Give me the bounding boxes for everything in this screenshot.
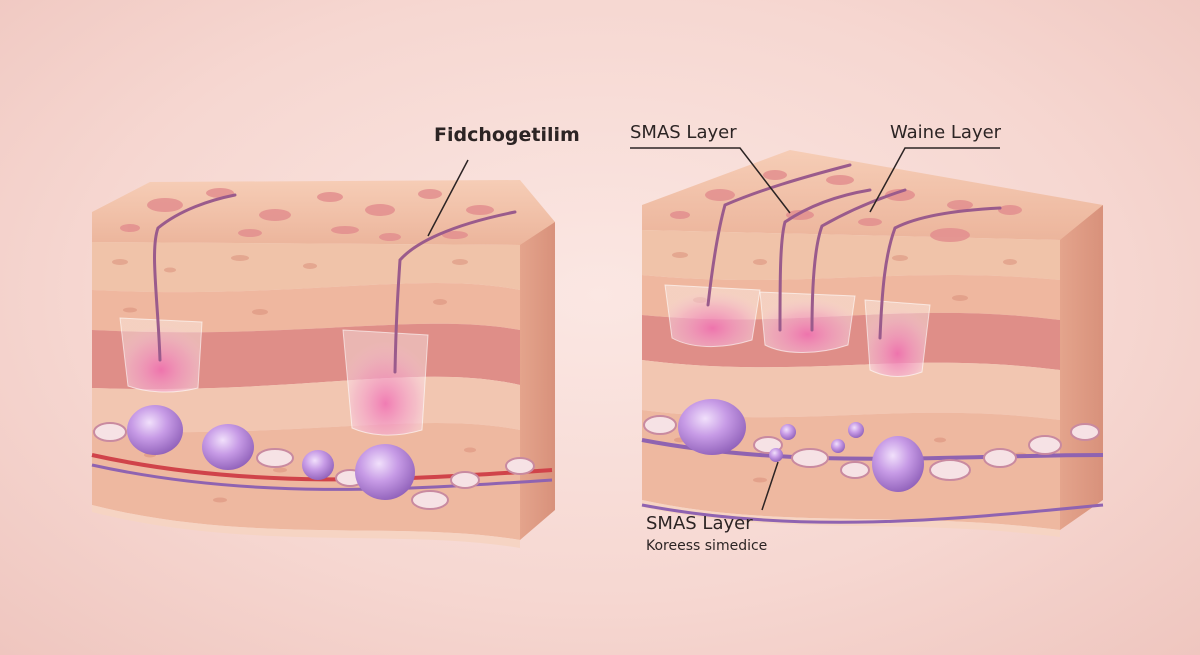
waine-leader [869,147,1000,213]
label-koreess-simedice: Koreess simedice [646,538,768,554]
label-fidchogetilim: Fidchogetilim [434,124,580,146]
left-red-vessel [91,453,553,482]
label-smas-layer-bottom: SMAS Layer [646,513,753,534]
right-block-side-face [1060,205,1103,530]
right-surface-pores [670,170,1022,242]
right-skin-block [630,147,1104,537]
left-purple-vessel [91,463,553,491]
nerve-fiber-icon [153,193,517,374]
smas-top-leader [630,147,791,214]
fat-cell-icon [678,399,924,492]
right-lower-vessel [641,503,1104,524]
right-block-top-surface [642,150,1103,240]
smas-bottom-leader [761,461,779,511]
label-waine-layer: Waine Layer [890,122,1002,143]
left-skin-block [91,159,555,548]
nerve-fiber-icon [706,163,1002,340]
right-front-layers [642,230,1060,537]
left-block-side-face [520,212,555,540]
label-smas-layer-top: SMAS Layer [630,122,737,143]
fat-cell-icon [127,405,415,500]
left-small-cells [93,422,535,510]
left-label-leader [427,159,469,237]
